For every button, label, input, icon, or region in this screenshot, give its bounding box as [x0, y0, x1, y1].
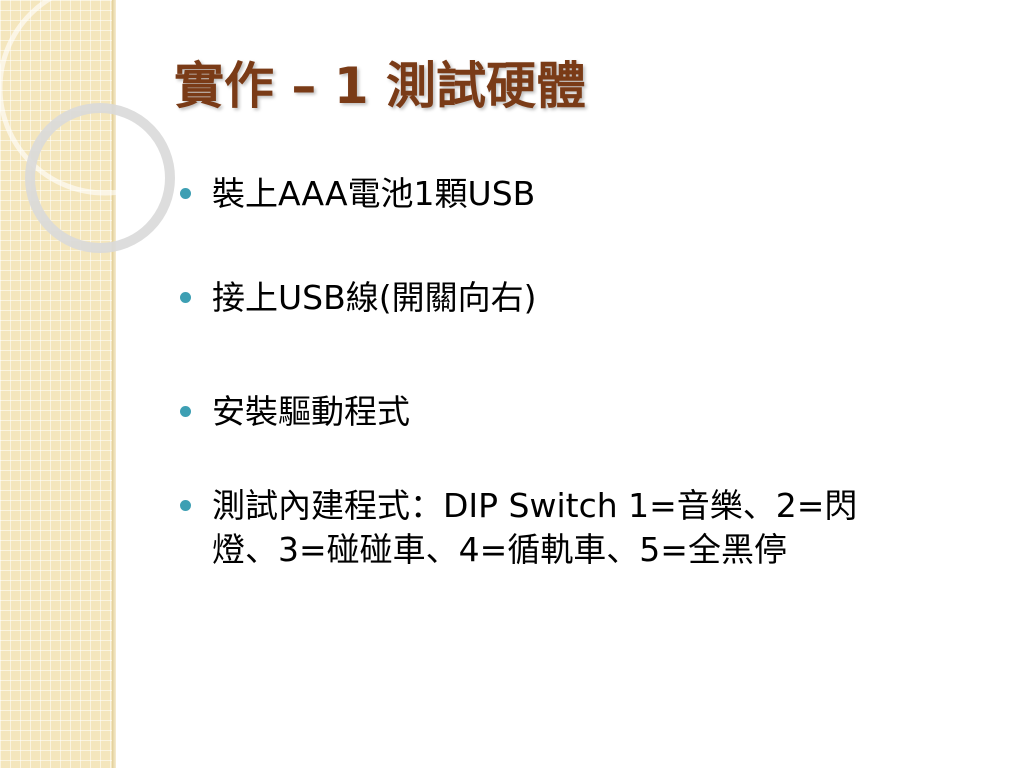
bullet-dot-icon	[180, 188, 191, 199]
decorative-rings	[0, 0, 213, 253]
bullet-text: 接上USB線(開關向右)	[212, 278, 537, 317]
panel-edge-divider	[112, 0, 116, 768]
bullet-dot-icon	[180, 406, 191, 417]
bullet-text-line-1: 測試內建程式：DIP Switch 1=音樂、2=閃	[212, 486, 858, 525]
bullet-text: 裝上AAA電池1顆USB	[212, 174, 536, 213]
decorative-ring-large	[0, 0, 213, 196]
bullet-text: 安裝驅動程式	[212, 392, 410, 431]
slide-title: 實作 – 1 測試硬體	[174, 57, 587, 115]
bullet-text-multiline: 測試內建程式：DIP Switch 1=音樂、2=閃 燈、3=碰碰車、4=循軌車…	[212, 484, 857, 572]
bullet-dot-icon	[180, 292, 191, 303]
decorative-ring-small	[25, 103, 175, 253]
bullet-text-line-2: 燈、3=碰碰車、4=循軌車、5=全黑停	[212, 530, 787, 569]
bullet-dot-icon	[180, 500, 191, 511]
